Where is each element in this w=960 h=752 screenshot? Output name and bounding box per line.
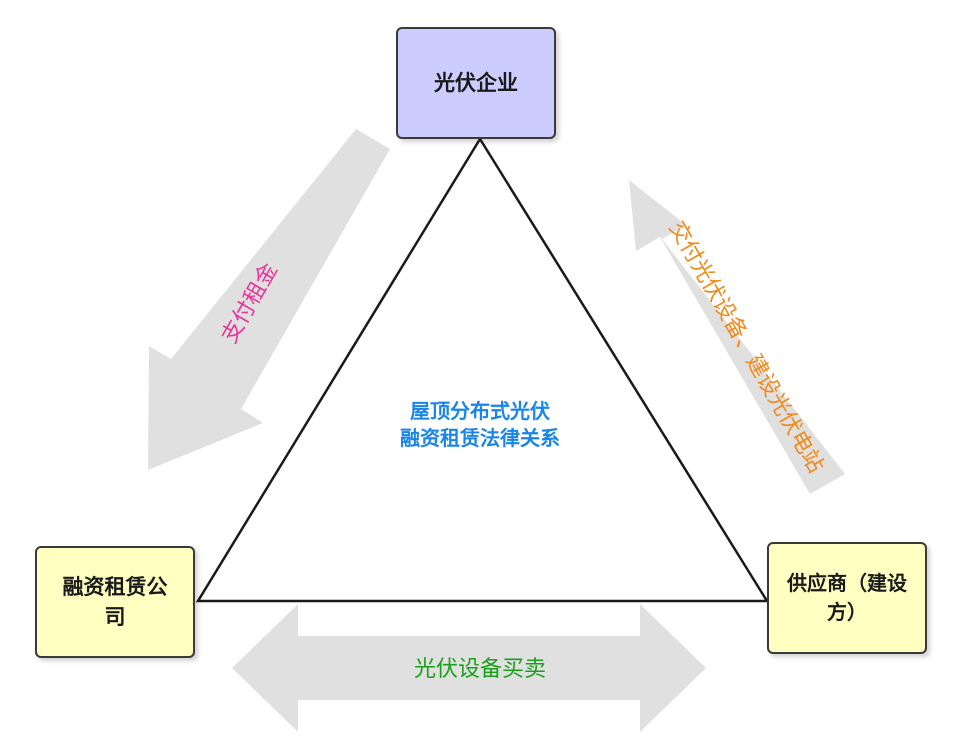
node-leasing-company-line2: 司 [104, 605, 126, 629]
node-leasing-company: 融资租赁公 司 [35, 546, 195, 658]
node-pv-enterprise-label: 光伏企业 [434, 70, 518, 95]
trade-arrow [232, 604, 706, 732]
diagram-title: 屋顶分布式光伏 融资租赁法律关系 [330, 398, 630, 452]
diagram-title-line1: 屋顶分布式光伏 [410, 399, 550, 423]
trade-arrow-label: 光伏设备买卖 [413, 657, 546, 682]
node-supplier-line2: 方） [827, 600, 867, 624]
node-supplier: 供应商（建设 方） [767, 542, 927, 654]
node-leasing-company-line1: 融资租赁公 [62, 574, 168, 599]
rent-arrow [148, 129, 390, 470]
node-pv-enterprise: 光伏企业 [396, 27, 556, 139]
relationship-triangle [195, 136, 770, 603]
diagram-title-line2: 融资租赁法律关系 [400, 426, 560, 450]
deliver-arrow [629, 180, 845, 494]
node-supplier-line1: 供应商（建设 [787, 571, 907, 595]
